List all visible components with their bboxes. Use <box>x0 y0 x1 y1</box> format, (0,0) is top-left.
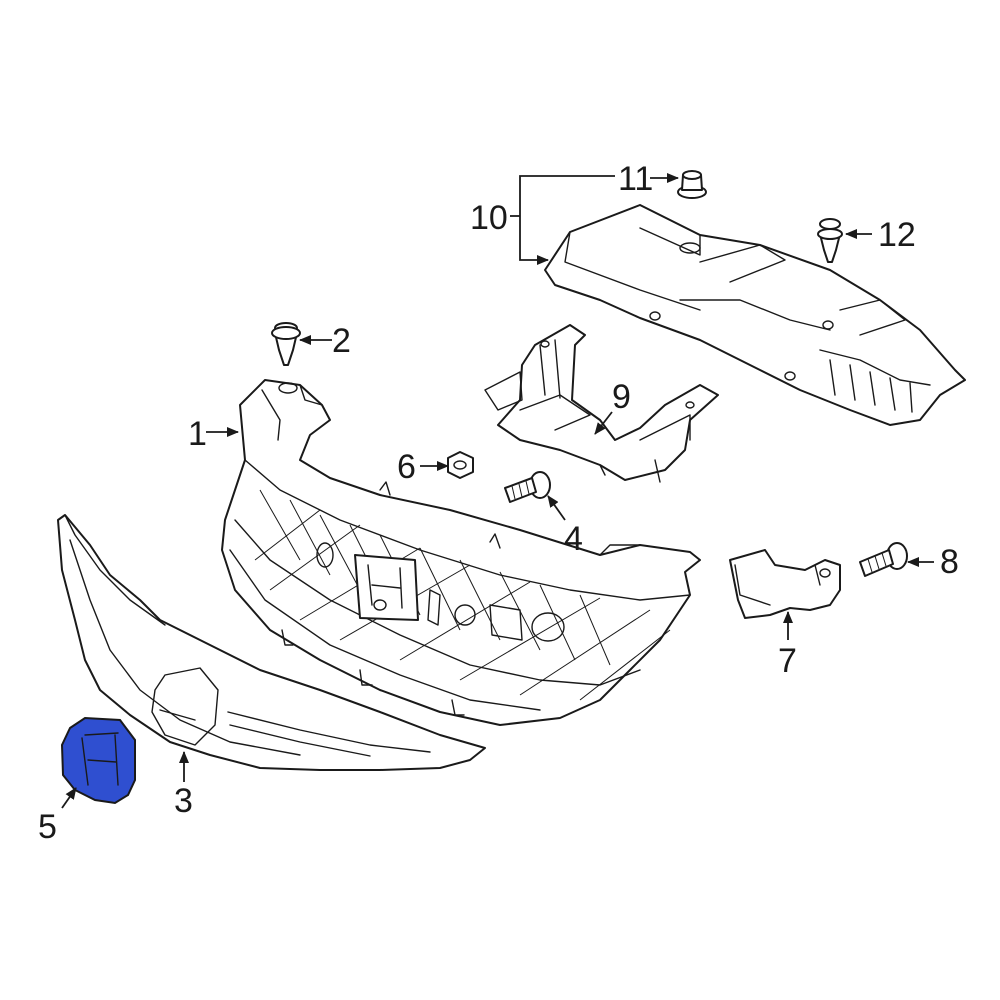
callout-11: 11 <box>618 160 653 198</box>
callout-3: 3 <box>174 782 193 820</box>
grille-assembly-part-1[interactable] <box>221 379 701 726</box>
bolt-part-4[interactable] <box>504 471 551 503</box>
callout-5: 5 <box>38 808 57 846</box>
nut-part-6[interactable] <box>447 451 474 479</box>
clip-part-2[interactable] <box>271 322 301 366</box>
rivet-part-12[interactable] <box>817 218 843 263</box>
callout-12: 12 <box>878 216 916 254</box>
emblem-part-5[interactable] <box>60 716 136 805</box>
callout-7: 7 <box>778 642 797 680</box>
callout-10: 10 <box>470 199 508 237</box>
upper-cover-part-10[interactable] <box>544 204 966 426</box>
callout-labels: 1 2 3 4 5 6 7 8 9 10 11 12 <box>38 160 959 846</box>
callout-1: 1 <box>188 415 207 453</box>
leader-lines <box>61 173 934 809</box>
side-bracket-part-7[interactable] <box>729 549 841 619</box>
callout-6: 6 <box>397 448 416 486</box>
bracket-part-9[interactable] <box>484 324 719 483</box>
callout-4: 4 <box>564 520 583 558</box>
bolt-part-8[interactable] <box>859 542 908 577</box>
callout-9: 9 <box>612 378 631 416</box>
callout-2: 2 <box>332 322 351 360</box>
garnish-part-3[interactable] <box>57 514 486 771</box>
callout-8: 8 <box>940 543 959 581</box>
clip-part-11[interactable] <box>677 170 707 199</box>
